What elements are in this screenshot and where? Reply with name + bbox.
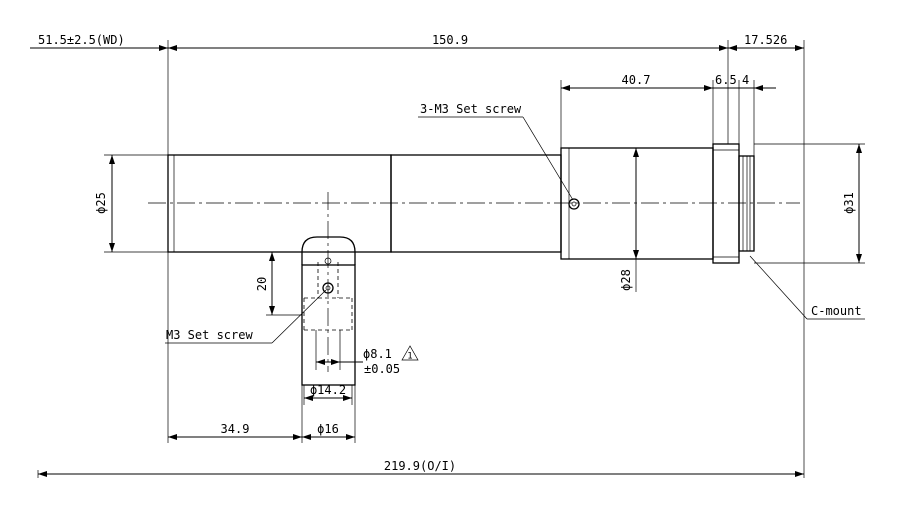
bracket-offset-label: 34.9 — [221, 422, 250, 436]
thread-length-label: 6.5 — [715, 73, 737, 87]
extension-lines — [37, 40, 865, 478]
mounting-bracket — [298, 236, 360, 386]
working-distance-label: 51.5±2.5(WD) — [38, 33, 125, 47]
rear-barrel-length-label: 40.7 — [622, 73, 651, 87]
dimension-lines — [30, 45, 862, 477]
bracket-height-label: 20 — [255, 277, 269, 291]
hole-diameter-label: ϕ8.1 — [363, 347, 392, 361]
thread-offset-label: 4 — [742, 73, 749, 87]
top-set-screw-label: 3-M3 Set screw — [420, 102, 522, 116]
rear-length-label: 17.526 — [744, 33, 787, 47]
front-diameter-label: ϕ25 — [94, 192, 108, 214]
lens-body — [167, 143, 755, 264]
center-lines — [148, 192, 800, 372]
warning-triangle-icon: 1 — [401, 345, 419, 362]
leader-lines — [165, 116, 865, 344]
warning-mark-number: 1 — [407, 352, 412, 362]
callout-texts: 3-M3 Set screw M3 Set screw C-mount — [166, 102, 862, 342]
mount-diameter-label: ϕ31 — [842, 192, 856, 214]
main-length-label: 150.9 — [432, 33, 468, 47]
hole-tolerance-label: ±0.05 — [364, 362, 400, 376]
total-length-label: 219.9(O/I) — [384, 459, 456, 473]
c-mount-label: C-mount — [811, 304, 862, 318]
bracket-outer-label: ϕ16 — [317, 422, 339, 436]
side-set-screw-label: M3 Set screw — [166, 328, 253, 342]
dimension-texts: 51.5±2.5(WD) 150.9 17.526 40.7 6.5 4 ϕ25… — [38, 33, 856, 473]
bracket-inner-label: ϕ14.2 — [310, 383, 346, 397]
rear-diameter-label: ϕ28 — [619, 269, 633, 291]
